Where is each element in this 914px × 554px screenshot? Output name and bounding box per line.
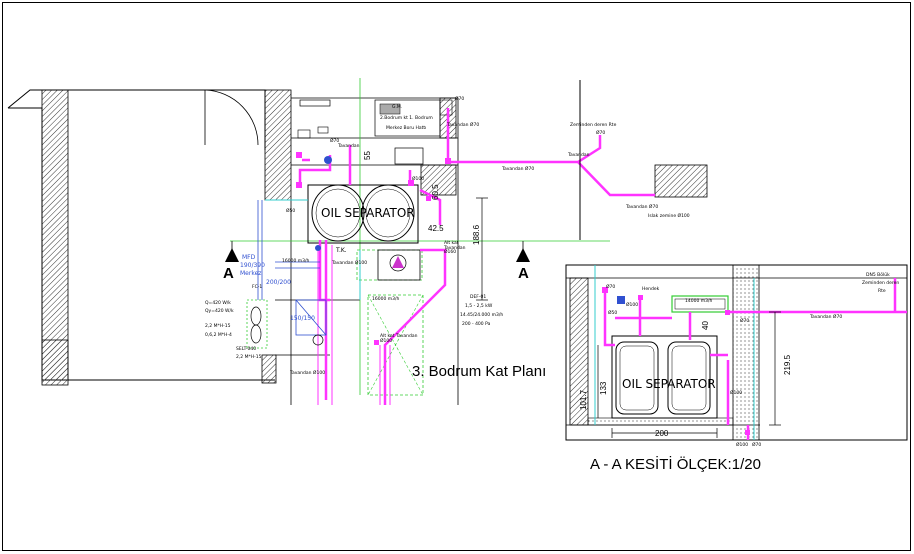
sec-note-left2: Ø70: [606, 285, 616, 290]
pipes-section: [603, 278, 907, 440]
dim-plan-small-3: 42.5: [428, 224, 444, 233]
fan-unit: [377, 249, 421, 281]
fittings-plan: [296, 152, 451, 345]
section-pillar: [732, 264, 760, 441]
section-view: [565, 264, 908, 441]
plan-title: 3. Bodrum Kat Planı: [412, 363, 547, 380]
note-pipe-top: Tavandan Ø70: [447, 123, 480, 128]
note-left-1: Q=420 W/k: [205, 301, 231, 306]
note-right-note: Alt kat Tavandan Ø160: [444, 241, 466, 255]
note-bottom-note: Alt kat Tavandan Ø100: [380, 334, 418, 344]
note-far-right-5: Islak zemine Ø100: [648, 214, 690, 219]
note-mfd-note: Merkez: [240, 270, 262, 277]
note-box-label: 16000 m3/h: [372, 297, 400, 302]
dim-plan-small-2: 60.5: [431, 184, 440, 200]
sec-note-equip: Ø100: [626, 303, 639, 308]
sec-note-pipe-mid2: Ø70: [740, 319, 750, 324]
note-far-right-3: Ø70: [596, 131, 606, 136]
note-ref-no2: Ø50: [286, 209, 296, 214]
note-ref-no3: Ø100: [412, 177, 425, 182]
note-box-label2: 16000 m3/h: [282, 259, 310, 264]
section-arrow-right: [516, 248, 530, 262]
note-ceiling-left: Tavandan: [338, 144, 360, 149]
note-top-box: G.M.: [392, 105, 403, 110]
section-unit-box: [671, 295, 729, 313]
oil-separator-plan: [307, 184, 419, 244]
note-fan-size2: 150/150: [290, 315, 315, 322]
sec-note-right-2: Zeminden deren: [862, 281, 900, 286]
sec-note-bottom2: Ø70: [752, 443, 762, 448]
note-far-right-4: Tavandan Ø70: [626, 205, 659, 210]
sec-note-box: 14000 m3/h: [685, 299, 713, 304]
sec-note-left: Ø50: [608, 311, 618, 316]
section-mark-right: A: [518, 265, 529, 282]
pipes-plan: [298, 108, 655, 405]
section-mark-left: A: [223, 265, 234, 282]
wall-far-right-block: [654, 164, 708, 198]
note-ceiling-ref: Ø70: [330, 139, 340, 144]
sec-note-pipe: Tavandan Ø70: [810, 315, 843, 320]
dim-section-small: 40: [701, 321, 710, 330]
oil-separator-section: [611, 335, 718, 419]
dim-section-height: 219.5: [783, 354, 792, 375]
door-swing: [204, 89, 259, 146]
note-equip-spec3: 200 - 400 Pa: [462, 322, 491, 327]
note-left-6: 2,2 M*H-15: [236, 355, 262, 360]
plan-view: [7, 78, 708, 405]
sec-note-right-1: DN5 Bölük: [866, 273, 890, 278]
wall-mid: [264, 89, 292, 201]
note-right-pipe: Tavandan Ø70: [502, 167, 535, 172]
note-top-1: 2.Bodrum kt 1. Bodrum: [380, 116, 433, 121]
note-left-5: SELT-040: [236, 347, 257, 352]
note-fan-coil: FC-1: [252, 285, 263, 290]
sec-note-top: Hendek: [642, 287, 660, 292]
note-fan-size: 200/200: [266, 279, 291, 286]
note-equip-label: DEF-01: [470, 295, 487, 300]
note-mfd-size: 190/390: [240, 262, 265, 269]
note-left-4: 0,6,2 M*H-4: [205, 333, 232, 338]
dim-section-width: 200: [655, 429, 669, 438]
wall-right-block: [420, 164, 457, 196]
dim-plan-small-1: 55: [363, 151, 372, 160]
sec-note-bottom: Ø100: [736, 443, 749, 448]
ducts-plan: [257, 200, 327, 336]
wall-left-lower: [41, 339, 69, 386]
note-mfd-label: MFD: [242, 254, 256, 261]
note-left-2: Qy=420 W/k: [205, 309, 234, 314]
note-tk: T.K.: [336, 247, 347, 254]
oil-separator-section-label: OIL SEPARATOR: [622, 377, 716, 391]
wall-mid-lower: [261, 354, 277, 384]
note-equip-spec2: 14.45/24.000 m3/h: [460, 313, 504, 318]
oil-separator-plan-label: OIL SEPARATOR: [321, 206, 415, 220]
note-top-2: Merkez Boru Hattı: [386, 126, 427, 131]
note-far-right-2: Tavandan: [568, 153, 590, 158]
note-ref-no: Ø70: [455, 97, 465, 102]
dim-section-inner2: 101.7: [579, 389, 588, 410]
note-bottom-pipe: Tavandan Ø100: [290, 371, 326, 376]
wall-left: [41, 89, 69, 381]
dim-section-inner: 133: [599, 381, 608, 395]
section-arrow-left: [225, 248, 239, 262]
sec-note-right-3: Rte: [878, 289, 886, 294]
note-far-right-1: Zeminden deren Rte: [570, 123, 617, 128]
section-title: A - A KESİTİ ÖLÇEK:1/20: [590, 456, 761, 473]
note-left-3: 2,2 M*H-15: [205, 324, 231, 329]
sec-note-pipe-mid: Ø100: [730, 391, 743, 396]
note-tk2: Tavandan Ø100: [332, 261, 368, 266]
note-equip-spec1: 1,5 - 2,5 kW: [465, 304, 493, 309]
